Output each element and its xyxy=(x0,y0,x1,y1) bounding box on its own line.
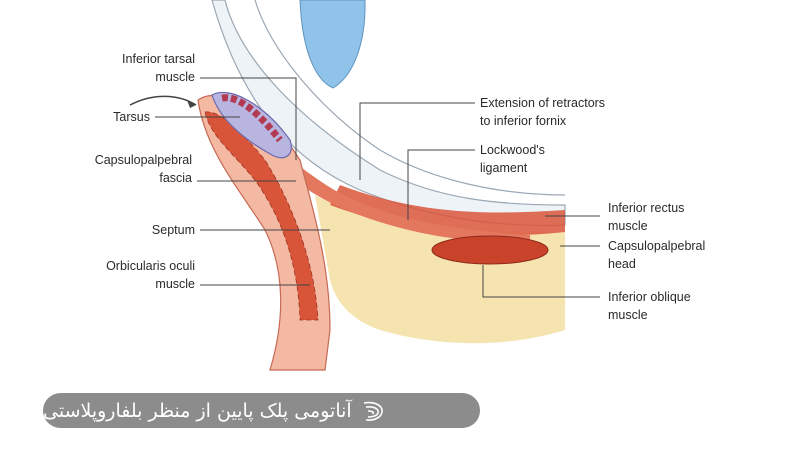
label-line: Extension of retractors xyxy=(480,96,606,110)
leader-lines xyxy=(155,77,600,298)
tarsus xyxy=(211,91,292,159)
label-extension-of-retractors: Extension of retractors to inferior forn… xyxy=(480,94,605,130)
label-septum: Septum xyxy=(151,223,195,237)
label-line: muscle xyxy=(608,219,648,233)
label-line: to inferior fornix xyxy=(480,114,567,128)
label-line: Inferior rectus xyxy=(608,201,685,215)
inferior-rectus-muscle xyxy=(330,185,565,236)
label-line: Orbicularis oculi xyxy=(106,259,195,273)
capsulopalpebral-fascia xyxy=(225,110,530,243)
label-line: muscle xyxy=(608,308,648,322)
label-line: muscle xyxy=(155,277,195,291)
caption-bar: آناتومی پلک پایین از منظر بلفاروپلاستی xyxy=(43,393,480,428)
swoosh-logo-icon xyxy=(363,401,383,421)
label-inferior-tarsal-muscle: Inferior tarsal muscle xyxy=(80,50,195,86)
orbital-fat xyxy=(315,195,565,344)
label-line: fascia xyxy=(159,171,192,185)
meibomian-gland xyxy=(221,94,283,143)
orbicularis-oculi-muscle xyxy=(204,111,319,321)
label-orbicularis-oculi-muscle: Orbicularis oculi muscle xyxy=(60,257,195,293)
label-inferior-rectus-muscle: Inferior rectus muscle xyxy=(608,199,684,235)
caption-text: آناتومی پلک پایین از منظر بلفاروپلاستی xyxy=(43,399,352,422)
label-line: head xyxy=(608,257,636,271)
label-inferior-oblique-muscle: Inferior oblique muscle xyxy=(608,288,691,324)
label-capsulopalpebral-head: Capsulopalpebral head xyxy=(608,237,705,273)
arrowhead-icon xyxy=(187,100,196,108)
label-capsulopalpebral-fascia: Capsulopalpebral fascia xyxy=(60,151,192,187)
label-lockwoods-ligament: Lockwood's ligament xyxy=(480,141,545,177)
label-line: muscle xyxy=(155,70,195,84)
cornea xyxy=(299,0,366,89)
label-line: ligament xyxy=(480,161,528,175)
inferior-oblique-muscle xyxy=(431,235,549,265)
label-line: Inferior tarsal xyxy=(122,52,195,66)
label-tarsus: Tarsus xyxy=(113,110,150,124)
label-line: Inferior oblique xyxy=(608,290,691,304)
label-line: Capsulopalpebral xyxy=(608,239,706,253)
conjunctival-fornix xyxy=(254,0,566,196)
label-line: Lockwood's xyxy=(480,143,545,157)
label-line: Capsulopalpebral xyxy=(94,153,192,167)
tarsus-arrow xyxy=(129,95,197,106)
